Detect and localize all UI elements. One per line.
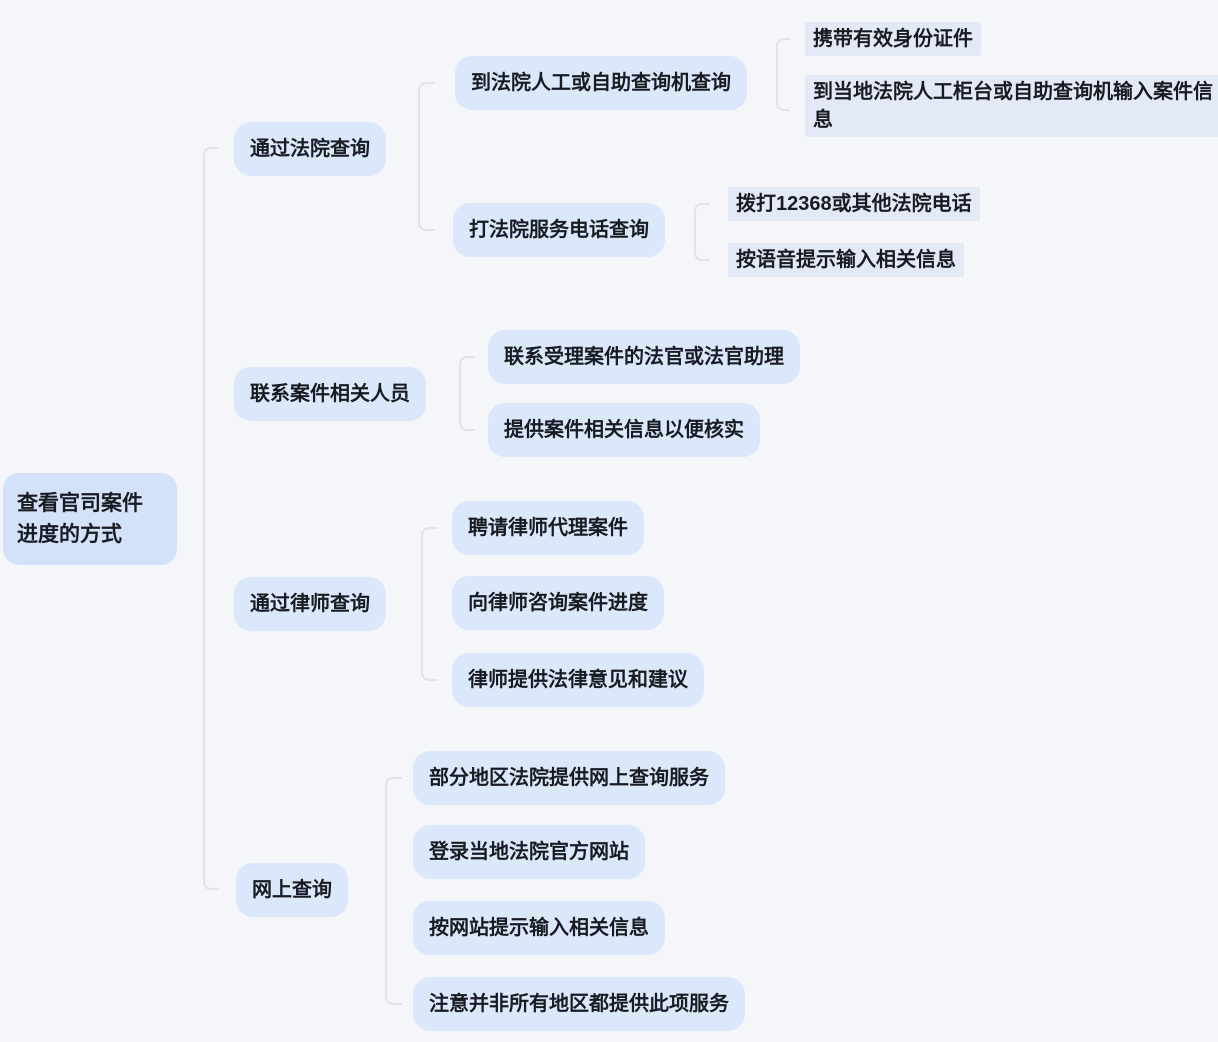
branch1-child1-connector [776,38,790,111]
sub-node-website-prompt[interactable]: 按网站提示输入相关信息 [413,901,665,955]
spine-connector [203,147,219,890]
leaf-node-enter-case-info-at-counter[interactable]: 到当地法院人工柜台或自助查询机输入案件信息 [805,75,1218,137]
branch-node-lawyer-query[interactable]: 通过律师查询 [234,577,386,631]
sub-node-ask-lawyer-progress[interactable]: 向律师咨询案件进度 [452,576,664,630]
branch2-connector [459,356,475,431]
branch3-connector [421,527,437,681]
sub-node-contact-judge[interactable]: 联系受理案件的法官或法官助理 [488,330,800,384]
branch-node-online-query[interactable]: 网上查询 [236,863,348,917]
branch-node-contact-people[interactable]: 联系案件相关人员 [234,367,426,421]
sub-node-phone-query[interactable]: 打法院服务电话查询 [453,203,665,257]
branch1-connector [418,82,435,231]
sub-node-provide-case-info[interactable]: 提供案件相关信息以便核实 [488,403,760,457]
sub-node-some-courts-online[interactable]: 部分地区法院提供网上查询服务 [413,751,725,805]
sub-node-hire-lawyer[interactable]: 聘请律师代理案件 [452,501,644,555]
leaf-node-bring-id[interactable]: 携带有效身份证件 [805,22,981,56]
sub-node-login-court-website[interactable]: 登录当地法院官方网站 [413,825,645,879]
branch4-connector [385,777,402,1005]
sub-node-lawyer-advice[interactable]: 律师提供法律意见和建议 [452,653,704,707]
sub-node-court-counter-query[interactable]: 到法院人工或自助查询机查询 [455,56,747,110]
root-node[interactable]: 查看官司案件进度的方式 [3,473,177,565]
leaf-node-dial-12368[interactable]: 拨打12368或其他法院电话 [728,187,980,221]
sub-node-not-all-regions[interactable]: 注意并非所有地区都提供此项服务 [413,977,745,1031]
branch1-child2-connector [694,203,710,261]
branch-node-court-query[interactable]: 通过法院查询 [234,122,386,176]
leaf-node-voice-prompt[interactable]: 按语音提示输入相关信息 [728,243,964,277]
